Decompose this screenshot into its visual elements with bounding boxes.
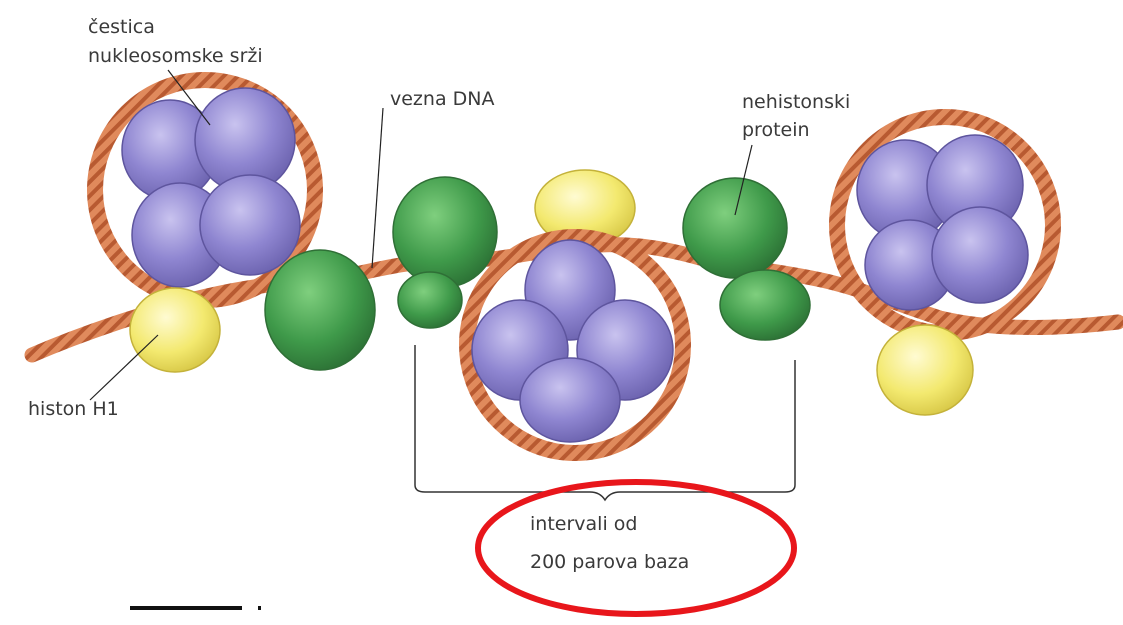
- label-interval-line2: 200 parova baza: [530, 551, 689, 573]
- nucleosome-middle: [467, 237, 683, 453]
- histone-h1-right: [877, 325, 973, 415]
- nonhistone-protein-1: [265, 250, 375, 370]
- label-linker-dna: vezna DNA: [390, 88, 494, 110]
- label-histone-h1: histon H1: [28, 398, 119, 420]
- nucleosome-right: [837, 117, 1053, 333]
- label-core-particle-line2: nukleosomske srži: [88, 45, 263, 67]
- label-core-particle-line1: čestica: [88, 16, 155, 38]
- label-interval-line1: intervali od: [530, 513, 637, 535]
- highlight-ellipse: [478, 482, 794, 614]
- histone-h1-left: [130, 288, 220, 372]
- label-nonhistone-line2: protein: [742, 119, 810, 141]
- nonhistone-protein-3: [683, 178, 810, 340]
- stray-mark: [130, 606, 261, 610]
- label-nonhistone-line1: nehistonski: [742, 91, 850, 113]
